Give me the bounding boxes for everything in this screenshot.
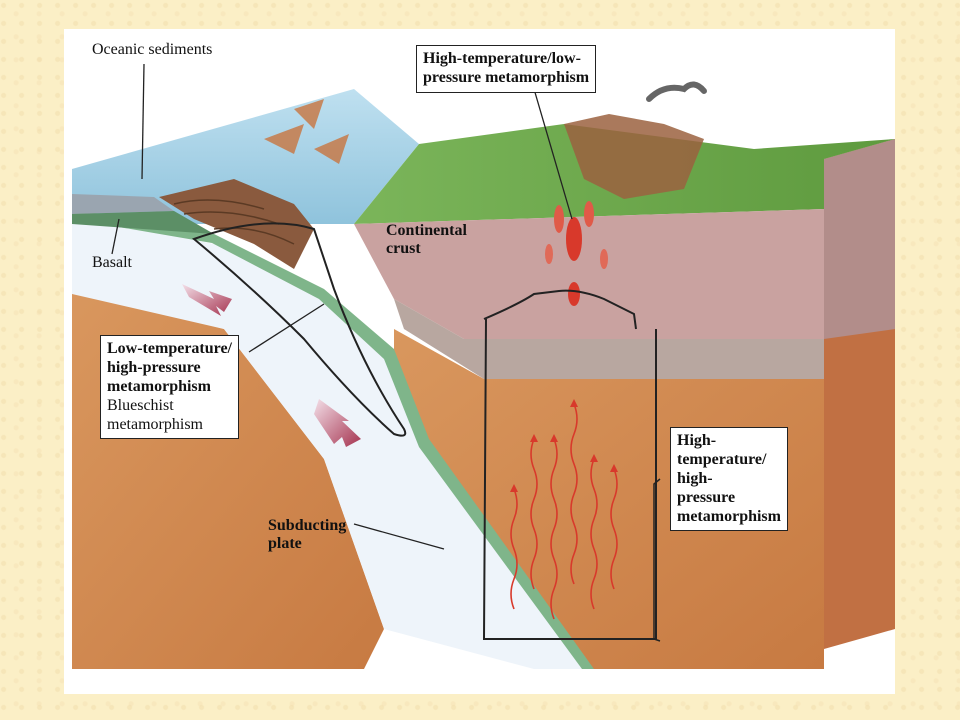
box-high-temp-high-pressure: High- temperature/ high- pressure metamo… [670, 427, 788, 532]
magma-drop [600, 249, 608, 269]
lower-crust [394, 299, 824, 379]
ocean-surface [72, 89, 419, 224]
leader-lines [111, 63, 573, 550]
ht-hp-bracket [653, 478, 661, 642]
label-subducting-plate-line2: plate [268, 535, 302, 553]
subduction-arrow-1 [182, 284, 232, 316]
box-lt-hp-line3: metamorphism [107, 377, 211, 395]
label-continental-crust: Continental crust [386, 222, 467, 259]
box-ht-lp-line2: pressure metamorphism [423, 68, 590, 86]
magma-drop [584, 201, 594, 227]
box-low-temp-high-pressure: Low-temperature/ high-pressure metamorph… [100, 335, 239, 440]
heat-arrows [510, 403, 618, 620]
subduction-zone-diagram: Oceanic sediments Basalt Continental cru… [64, 29, 895, 694]
box-ht-hp-line3: high- [677, 469, 713, 487]
label-basalt: Basalt [92, 254, 132, 271]
sediment-streaks [264, 99, 349, 164]
label-subducting-plate-line1: Subducting [268, 517, 347, 534]
box-ht-hp-line4: pressure [677, 488, 736, 506]
label-continental-crust-line2: crust [386, 240, 421, 258]
blueschist-zone-outline [192, 222, 407, 437]
label-continental-crust-line1: Continental [386, 222, 467, 239]
box-lt-hp-line4: Blueschist [107, 396, 174, 414]
magma-drop [545, 244, 553, 264]
subduction-arrow-2 [314, 399, 361, 447]
mantle-wedge [394, 329, 824, 669]
magma-drop [554, 205, 564, 233]
slab-edge [72, 209, 594, 669]
subducting-slab [72, 214, 584, 669]
intrusion-outline [483, 289, 637, 330]
label-subducting-plate: Subducting plate [268, 517, 346, 554]
continental-crust [354, 209, 824, 339]
box-ht-hp-line5: metamorphism [677, 507, 781, 525]
box-lt-hp-line5: metamorphism [107, 415, 203, 433]
label-oceanic-sediments: Oceanic sediments [92, 41, 213, 58]
magma-drop [566, 217, 582, 261]
volcanic-field [564, 114, 704, 199]
accretionary-wedge [159, 179, 314, 269]
box-ht-hp-line1: High- [677, 432, 717, 449]
magma-drop [568, 282, 580, 306]
volcano-smoke [646, 81, 707, 102]
box-ht-hp-line2: temperature/ [677, 450, 767, 468]
ht-hp-zone-outline [482, 318, 657, 640]
box-high-temp-low-pressure: High-temperature/low- pressure metamorph… [416, 45, 597, 93]
box-ht-lp-line1: High-temperature/low- [423, 50, 581, 67]
heat-arrowheads [510, 399, 618, 492]
box-lt-hp-line1: Low-temperature/ [107, 340, 232, 357]
box-lt-hp-line2: high-pressure [107, 358, 201, 376]
